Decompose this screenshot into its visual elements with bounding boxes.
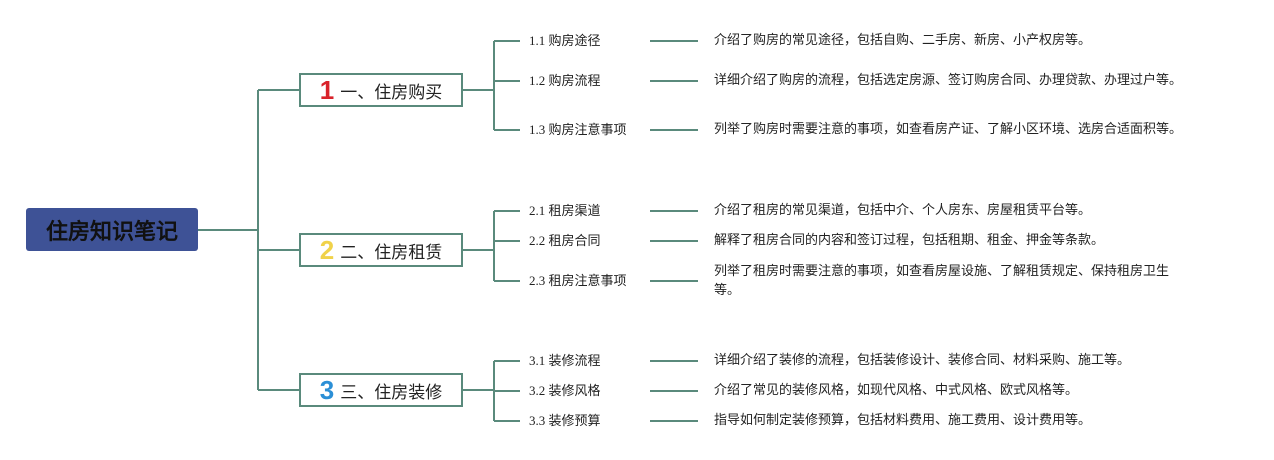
leaf-node[interactable]: 1.2 购房流程 <box>529 73 601 88</box>
number-icon: 3 <box>319 374 335 405</box>
leaf-description: 列举了购房时需要注意的事项，如查看房产证、了解小区环境、选房合适面积等。 <box>714 122 1183 137</box>
leaf-node[interactable]: 3.2 装修风格 <box>529 383 601 398</box>
leaf-description: 详细介绍了购房的流程，包括选定房源、签订购房合同、办理贷款、办理过户等。 <box>714 73 1183 88</box>
leaf-node[interactable]: 1.3 购房注意事项 <box>529 122 627 137</box>
leaf-description: 介绍了租房的常见渠道，包括中介、个人房东、房屋租赁平台等。 <box>714 203 1092 218</box>
root-node[interactable]: 住房知识笔记 <box>26 208 198 251</box>
branch-label: 一、住房购买 <box>340 82 443 103</box>
leaf-description: 介绍了常见的装修风格，如现代风格、中式风格、欧式风格等。 <box>714 383 1079 398</box>
leaf-description: 指导如何制定装修预算，包括材料费用、施工费用、设计费用等。 <box>714 413 1092 428</box>
leaf-description: 介绍了购房的常见途径，包括自购、二手房、新房、小产权房等。 <box>714 33 1092 48</box>
branch-label: 二、住房租赁 <box>340 242 443 263</box>
leaf-description: 解释了租房合同的内容和签订过程，包括租期、租金、押金等条款。 <box>714 233 1105 248</box>
leaf-node[interactable]: 3.1 装修流程 <box>529 353 601 368</box>
leaf-node[interactable]: 2.1 租房渠道 <box>529 203 601 218</box>
number-icon: 2 <box>319 234 335 265</box>
leaf-description: 详细介绍了装修的流程，包括装修设计、装修合同、材料采购、施工等。 <box>714 353 1131 368</box>
root-title: 住房知识笔记 <box>45 219 178 245</box>
leaf-node[interactable]: 1.1 购房途径 <box>529 33 601 48</box>
branch-label: 三、住房装修 <box>340 382 443 403</box>
leaf-description: 列举了租房时需要注意的事项，如查看房屋设施、了解租赁规定、保持租房卫生等。 <box>714 264 1170 298</box>
leaf-node[interactable]: 2.3 租房注意事项 <box>529 273 627 288</box>
leaf-node[interactable]: 3.3 装修预算 <box>529 413 601 428</box>
number-icon: 1 <box>319 74 335 105</box>
leaf-node[interactable]: 2.2 租房合同 <box>529 233 601 248</box>
